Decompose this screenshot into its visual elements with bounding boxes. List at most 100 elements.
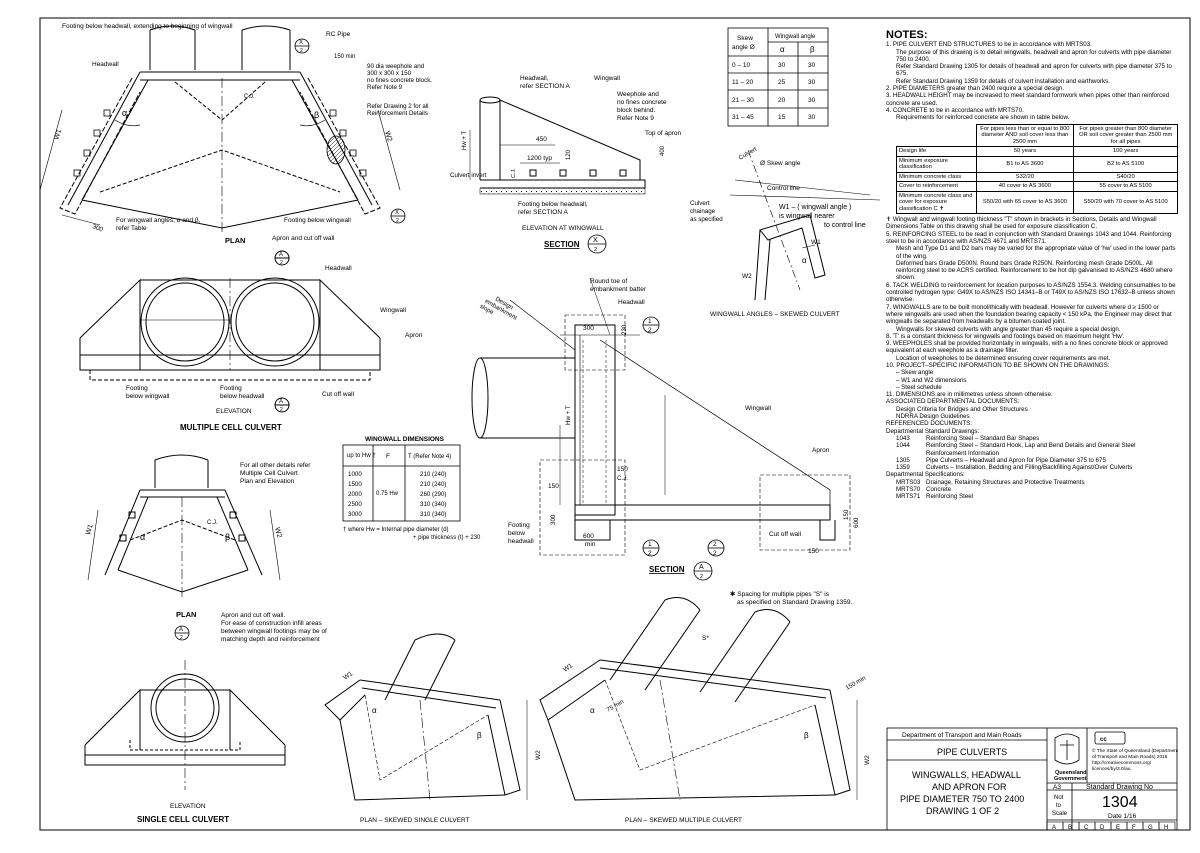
label-cj-el: C.J. bbox=[511, 168, 517, 178]
qld-crest-icon bbox=[1054, 733, 1080, 765]
skew-table-cell: 21 – 30 bbox=[732, 97, 754, 104]
label-apron-sa: Apron bbox=[812, 447, 830, 454]
note-1c: Refer Standard Drawing 1305 for details … bbox=[896, 63, 1172, 78]
dims-table-footnote2: + pipe thickness (t) + 230 bbox=[413, 535, 481, 541]
marker-a3: A bbox=[179, 627, 183, 633]
std-drawings-title: Departmental Standard Drawings: bbox=[886, 427, 980, 435]
label-wingwall-ml: Wingwall bbox=[380, 307, 407, 314]
label-top-apron: Top of apron bbox=[645, 130, 682, 137]
label-w2-ps: W2 bbox=[535, 750, 542, 760]
label-apron-infill: Apron and cut off wall. For ease of cons… bbox=[221, 612, 329, 643]
label-alpha-ps: α bbox=[372, 706, 377, 715]
table-cell: Cover to reinforcement bbox=[896, 181, 977, 192]
dims-table-title: WINGWALL DIMENSIONS bbox=[365, 436, 445, 443]
note-6: 6. TACK WELDING to reinforcement for loc… bbox=[886, 281, 1176, 304]
note-11: 11. DIMENSIONS are in millimetres unless… bbox=[886, 391, 1053, 399]
label-w1: W1 bbox=[53, 128, 63, 140]
list-item: MRTS03 bbox=[896, 478, 921, 486]
list-item: 1043 bbox=[896, 434, 910, 442]
specs-title: Departmental Specifications: bbox=[886, 471, 965, 479]
list-item: MRTS71 bbox=[896, 493, 921, 501]
marker-a1: A bbox=[279, 252, 283, 258]
skew-table-cell: 20 bbox=[778, 97, 786, 104]
wingwall-angles-skewed bbox=[729, 149, 881, 301]
skew-table-cell: 30 bbox=[808, 62, 816, 69]
title-multiple-cell-culvert: MULTIPLE CELL CULVERT bbox=[180, 423, 282, 432]
note-10a: – Skew angle bbox=[896, 369, 934, 377]
dims-table-footnote1: † where Hw = Internal pipe diameter (d) bbox=[343, 527, 449, 533]
label-alpha-single: α bbox=[140, 532, 145, 542]
marker-2-ref: 2 bbox=[713, 550, 717, 557]
note-5b: Mesh and Type D1 and D2 bars may be vari… bbox=[896, 245, 1176, 260]
title-plan-skewed-single: PLAN – SKEWED SINGLE CULVERT bbox=[360, 817, 470, 824]
note-3: 3. HEADWALL HEIGHT may be increased to m… bbox=[886, 92, 1170, 107]
dims-hw-cell: 1000 bbox=[348, 471, 362, 478]
title-elevation: ELEVATION bbox=[216, 408, 252, 415]
section-a bbox=[471, 277, 851, 556]
revision-cell bbox=[1158, 821, 1176, 831]
skew-table-cell: 30 bbox=[808, 114, 816, 121]
note-4c: ✝ Wingwall and wingwall footing thicknes… bbox=[886, 216, 1157, 231]
assoc-doc-2: NDRRA Design Guidelines bbox=[896, 413, 970, 421]
marker-x2-ref: 2 bbox=[396, 218, 399, 224]
list-item: 1305 bbox=[896, 456, 910, 464]
revision-letter: H bbox=[1164, 825, 1168, 831]
revision-letter: D bbox=[1100, 825, 1105, 831]
table-cell: 100 years bbox=[1073, 146, 1178, 157]
label-footing-refer-a: Footing below headwall,refer SECTION A bbox=[518, 201, 588, 216]
multiple-cell-elevation bbox=[79, 250, 381, 413]
tb-std-no: 1304 bbox=[1102, 794, 1138, 811]
label-weephole: 90 dia weephole and 300 x 300 x 150 no f… bbox=[367, 63, 434, 91]
list-item: 1359 bbox=[896, 464, 910, 472]
label-alpha-skew: α bbox=[802, 256, 807, 265]
revision-letter: C bbox=[1084, 825, 1089, 831]
single-cell-elevation bbox=[84, 660, 286, 790]
tb-category: PIPE CULVERTS bbox=[937, 747, 1007, 757]
skew-table-cell: 30 bbox=[808, 79, 816, 86]
section-a-marker bbox=[693, 561, 713, 581]
label-beta: β bbox=[314, 110, 319, 120]
label-culvert-skew: Culvert bbox=[738, 146, 759, 162]
dims-t-cell: 310 (340) bbox=[420, 501, 447, 508]
note-10c: – Steel schedule bbox=[896, 383, 942, 391]
label-150-sa4: 150 bbox=[843, 509, 850, 520]
label-cj-sa: C.J. bbox=[617, 475, 628, 482]
plan-skewed-multiple bbox=[539, 597, 858, 801]
skew-table-cell: 31 – 45 bbox=[732, 114, 754, 121]
elevation-at-wingwall bbox=[469, 96, 646, 195]
section-marker-a3 bbox=[174, 625, 190, 641]
label-230-sa: 230 bbox=[621, 324, 628, 335]
skew-table-cell: 0 – 10 bbox=[732, 62, 750, 69]
label-headwall-sa: Headwall bbox=[618, 299, 645, 306]
tb-title3: PIPE DIAMETER 750 TO 2400 bbox=[900, 794, 1024, 804]
marker-2: 2 bbox=[713, 541, 717, 548]
label-1200: 1200 typ bbox=[527, 155, 552, 162]
note-9b: Location of weepholes to be determined e… bbox=[896, 354, 1111, 362]
marker-a-big: A bbox=[699, 564, 704, 571]
dims-t-cell: 210 (240) bbox=[420, 471, 447, 478]
note-7a: 7. WINGWALLS are to be built monolithica… bbox=[886, 303, 1172, 326]
note-1a: 1. PIPE CULVERT END STRUCTURES to be in … bbox=[886, 41, 1092, 49]
note-8: 8. 'T' is a constant thickness for wingw… bbox=[886, 332, 1125, 340]
sheet-border bbox=[39, 17, 1191, 831]
revision-letter: G bbox=[1148, 825, 1153, 831]
table-cell: Minimum concrete class bbox=[896, 171, 977, 183]
label-cj-single: C.J. bbox=[207, 520, 218, 526]
label-culvert-invert: Culvert invert bbox=[450, 172, 487, 179]
notes-panel: NOTES: 1. PIPE CULVERT END STRUCTURES to… bbox=[886, 29, 1178, 501]
label-beta-ps: β bbox=[477, 731, 482, 740]
table-row: For pipes less than or equal to 800 diam… bbox=[896, 123, 1178, 148]
tb-copyright: © The State of Queensland (Department of… bbox=[1092, 747, 1179, 772]
label-400: 400 bbox=[660, 145, 666, 156]
label-450: 450 bbox=[536, 136, 547, 143]
dims-t-cell: 260 (290) bbox=[420, 491, 447, 498]
dims-table-h-hw: up to Hw † bbox=[347, 453, 376, 459]
